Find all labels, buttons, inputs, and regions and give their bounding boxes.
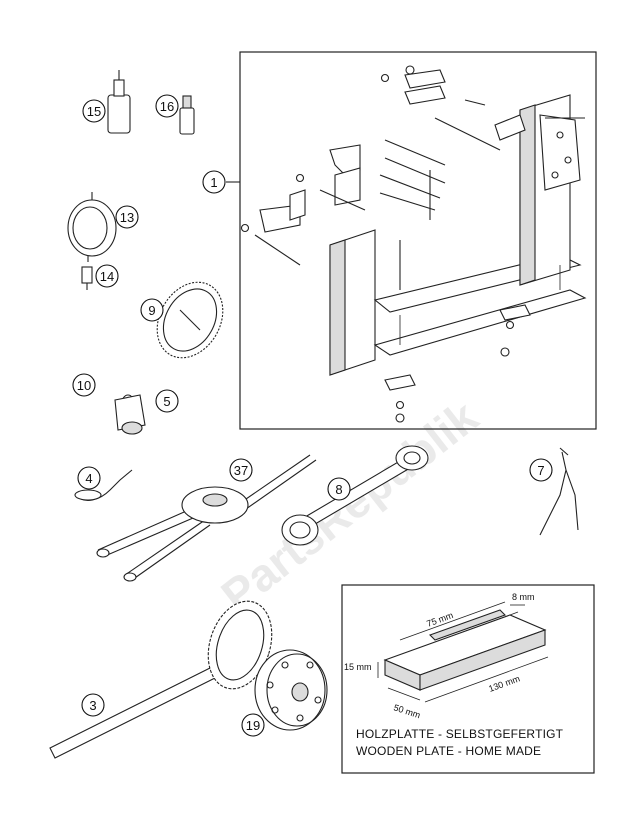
caption-english: WOODEN PLATE - HOME MADE [356,744,541,758]
engine-stand-frame-box [239,51,597,430]
callout-3: 3 [81,693,105,717]
part-small-bottle [179,95,195,135]
callout-9-label: 9 [148,303,155,318]
part-clutch-holder [49,600,273,759]
callout-14-label: 14 [100,269,114,284]
dim-slot-label: 8 mm [512,592,535,602]
part-circlip-pliers [539,447,579,536]
callout-4: 4 [77,466,101,490]
callout-15-label: 15 [87,104,101,119]
callout-4-label: 4 [85,471,92,486]
dim-thickness-label: 15 mm [344,662,372,672]
callout-10-label: 10 [77,378,91,393]
callout-1: 1 [202,170,226,194]
part-flywheel-holder [254,649,328,731]
callout-9: 9 [140,298,164,322]
callout-16: 16 [155,94,179,118]
callout-15: 15 [82,99,106,123]
callout-19-label: 19 [246,718,260,733]
callout-16-label: 16 [160,99,174,114]
dim-length-label: 75 mm [425,610,454,629]
callout-3-label: 3 [89,698,96,713]
part-gauge-tip [81,266,93,290]
callout-7-label: 7 [537,463,544,478]
caption-german: HOLZPLATTE - SELBSTGEFERTIGT [356,727,564,741]
part-thread-locker-bottle [107,70,131,134]
callout-7: 7 [529,458,553,482]
wooden-plate-drawing [377,601,549,703]
part-pin-wrench [281,445,429,546]
callout-37: 37 [229,458,253,482]
part-puller [96,454,317,582]
part-adapter [114,394,146,435]
wooden-plate-box [341,584,595,774]
callout-13: 13 [115,205,139,229]
dim-total-label: 130 mm [487,673,521,694]
callout-14: 14 [95,264,119,288]
callout-1-label: 1 [210,175,217,190]
dim-width-label: 50 mm [392,702,421,720]
callout-8: 8 [327,477,351,501]
callout-37-label: 37 [234,463,248,478]
callout-5-label: 5 [163,394,170,409]
callout-5: 5 [155,389,179,413]
callout-10: 10 [72,373,96,397]
callout-8-label: 8 [335,482,342,497]
watermark-text: PartsRepublik [212,390,488,622]
engine-stand [240,65,587,423]
part-hook-tool [74,469,133,501]
part-dial-gauge [67,192,117,262]
part-toothed-disc [156,281,224,359]
callout-19: 19 [241,713,265,737]
callout-13-label: 13 [120,210,134,225]
